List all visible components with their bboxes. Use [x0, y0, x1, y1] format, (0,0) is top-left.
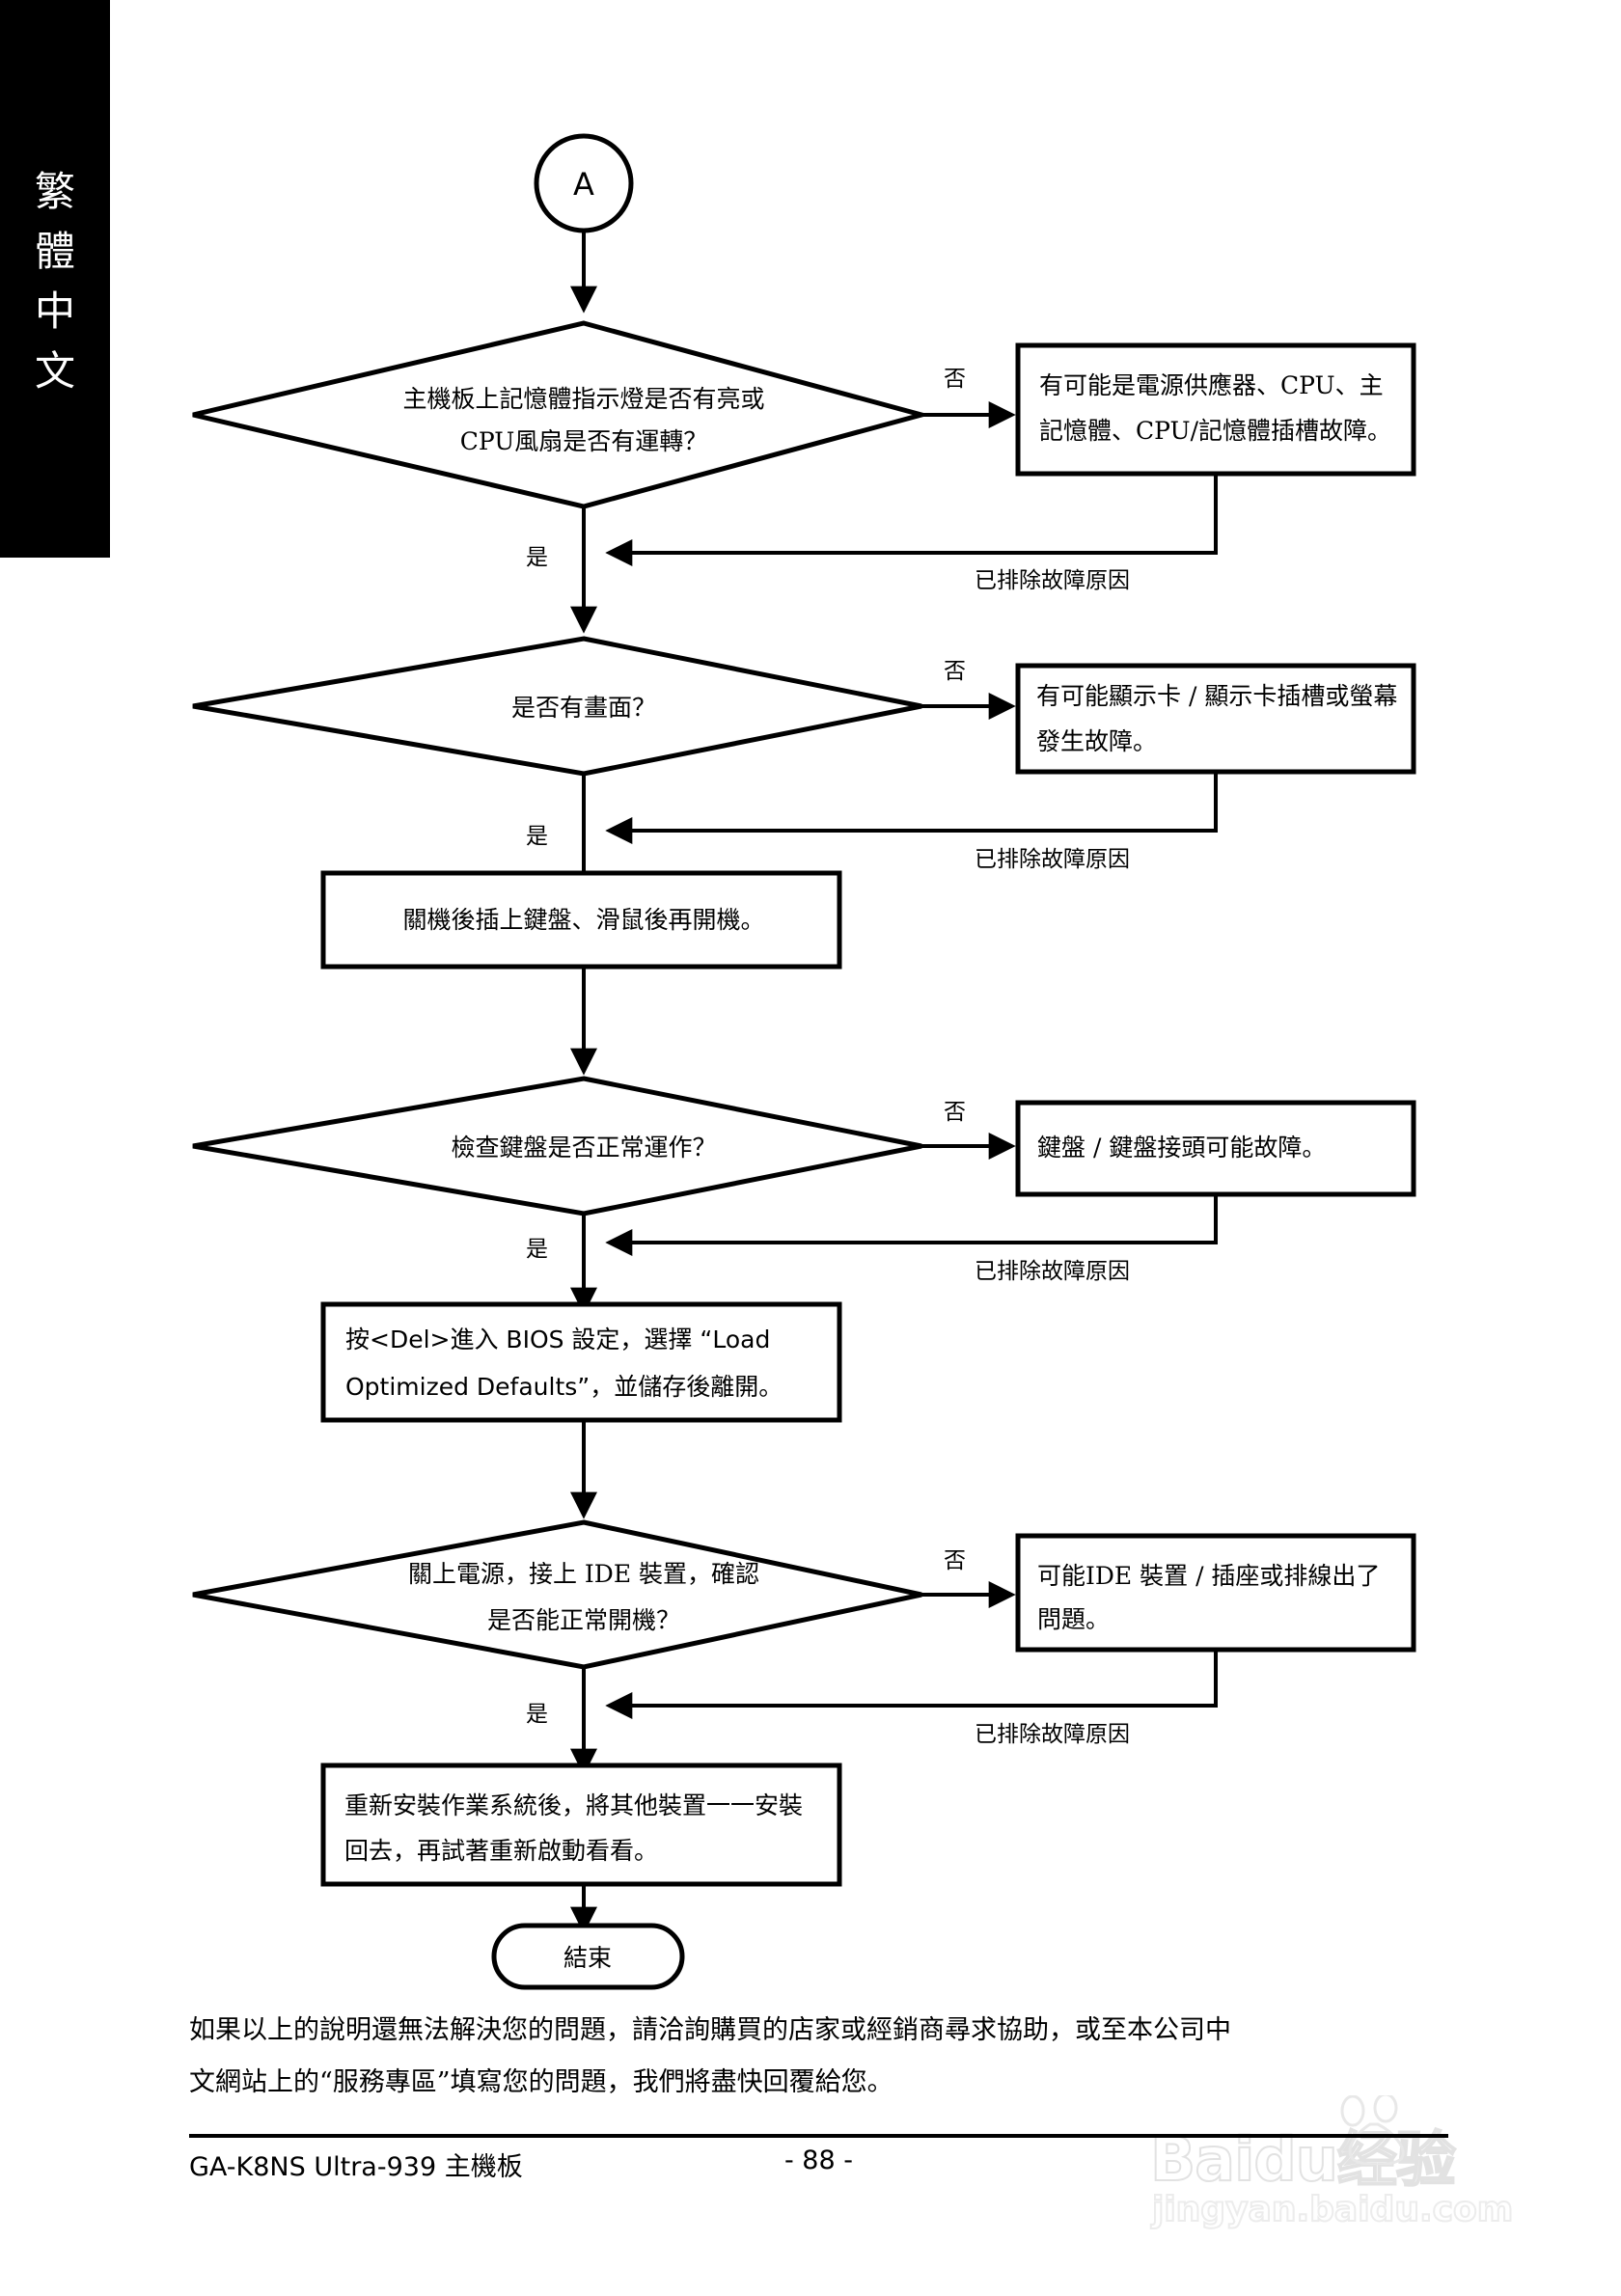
edge-d1-yes-label: 是	[526, 545, 548, 570]
edge-b4-return	[605, 1650, 1218, 1719]
closing-note: 如果以上的說明還無法解決您的問題，請洽詢購買的店家或經銷商尋求協助，或至本公司中…	[189, 2005, 1443, 2109]
edge-d4-no-label: 否	[944, 1548, 966, 1573]
process-node-b2	[1015, 663, 1416, 775]
edge-d3-yes-label: 是	[526, 1237, 548, 1262]
page-footer: GA-K8NS Ultra-939 主機板 - 88 -	[189, 2146, 1448, 2194]
edge-b1-return	[605, 474, 1218, 566]
footer-product-name: GA-K8NS Ultra-939 主機板	[189, 2152, 523, 2182]
decision-node-d2-line1: 是否有畫面？	[511, 694, 656, 722]
process-node-p1	[320, 870, 842, 970]
process-node-b1-line2: 記憶體、CPU/記憶體插槽故障。	[1039, 417, 1391, 445]
process-node-p3-line2: 回去，再試著重新啟動看看。	[344, 1837, 658, 1865]
decision-node-d1	[192, 320, 931, 509]
edge-b3-resolved-label: 已排除故障原因	[975, 1259, 1130, 1284]
process-node-p2-line2: Optimized Defaults”，並儲存後離開。	[345, 1373, 783, 1401]
decision-node-d3-line1: 檢查鍵盤是否正常運作？	[451, 1134, 716, 1162]
process-node-b2-line1: 有可能顯示卡 / 顯示卡插槽或螢幕	[1036, 682, 1397, 710]
terminator-node-end-label: 結束	[563, 1944, 612, 1972]
language-tab-char-3: 中	[34, 287, 75, 336]
process-node-p1-line1: 關機後插上鍵盤、滑鼠後再開機。	[402, 906, 764, 934]
edge-d4-yes-label: 是	[526, 1702, 548, 1727]
process-node-b4-line2: 問題。	[1037, 1605, 1110, 1633]
process-node-b2-line2: 發生故障。	[1036, 727, 1157, 755]
process-node-b3	[1015, 1100, 1416, 1197]
edge-d2-yes-label: 是	[526, 824, 548, 849]
footer-page-number: - 88 -	[783, 2146, 853, 2175]
edge-b1-resolved-label: 已排除故障原因	[975, 568, 1130, 593]
decision-node-d1-line2: CPU風扇是否有運轉？	[460, 427, 708, 455]
process-node-b1-line1: 有可能是電源供應器、CPU、主	[1039, 371, 1384, 399]
decision-node-d1-line1: 主機板上記憶體指示燈是否有亮或	[402, 385, 764, 413]
process-node-p2-line1: 按<Del>進入 BIOS 設定，選擇 “Load	[345, 1326, 770, 1353]
closing-note-line-1: 如果以上的說明還無法解決您的問題，請洽詢購買的店家或經銷商尋求協助，或至本公司中	[189, 2015, 1231, 2045]
process-node-b1	[1015, 342, 1416, 477]
language-tab-char-4: 文	[34, 347, 75, 396]
edge-b2-return	[605, 772, 1218, 844]
edge-d1-no-label: 否	[944, 367, 966, 392]
process-node-b4	[1015, 1533, 1416, 1653]
edge-b3-return	[605, 1194, 1218, 1256]
process-node-b4-line1: 可能IDE 裝置 / 插座或排線出了	[1037, 1562, 1380, 1590]
footer-divider	[189, 2134, 1448, 2138]
language-tab-label: 繁 體 中 文	[0, 162, 110, 402]
process-node-p3-line1: 重新安裝作業系統後，將其他裝置一一安裝	[344, 1791, 803, 1819]
closing-note-line-2: 文網站上的“服務專區”填寫您的問題，我們將盡快回覆給您。	[189, 2067, 893, 2097]
edge-d3-no-label: 否	[944, 1100, 966, 1125]
process-node-p3	[320, 1763, 842, 1887]
terminator-node-end	[491, 1923, 685, 1990]
edge-d2-no-label: 否	[944, 659, 966, 684]
connector-node-a-label: A	[573, 166, 594, 203]
edge-b4-resolved-label: 已排除故障原因	[975, 1722, 1130, 1747]
language-tab-char-1: 繁	[34, 168, 75, 215]
decision-node-d4-line1: 關上電源，接上 IDE 裝置，確認	[408, 1560, 759, 1588]
process-node-p2	[320, 1301, 842, 1423]
language-tab-char-2: 體	[34, 228, 75, 276]
edge-b2-resolved-label: 已排除故障原因	[975, 847, 1130, 872]
language-tab-traditional-chinese: 繁 體 中 文	[0, 0, 110, 558]
process-node-b3-line1: 鍵盤 / 鍵盤接頭可能故障。	[1037, 1134, 1326, 1162]
decision-node-d4	[192, 1519, 922, 1670]
decision-node-d4-line2: 是否能正常開機？	[487, 1606, 680, 1634]
